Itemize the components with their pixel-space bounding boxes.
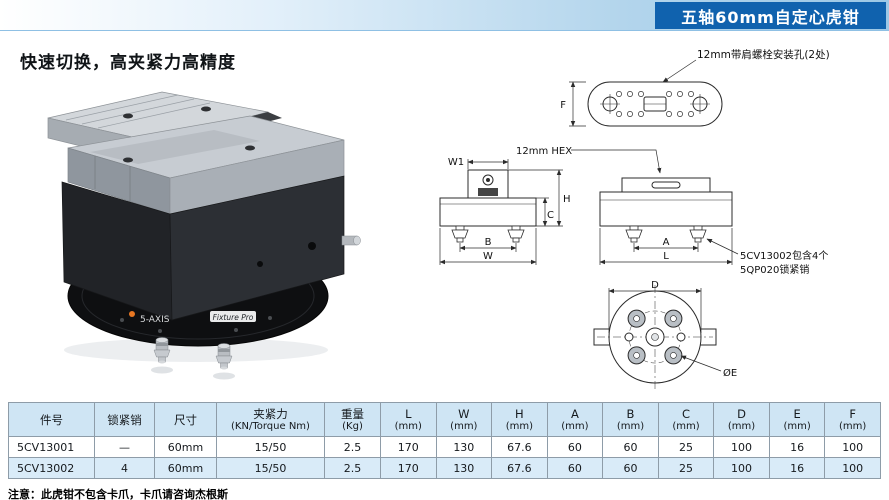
photo-ground-shadow bbox=[64, 338, 328, 362]
col-header: 尺寸 bbox=[154, 402, 217, 437]
col-header: E(mm) bbox=[768, 402, 826, 437]
dim-label-d: D bbox=[651, 280, 659, 291]
table-header-row: 件号 锁紧销 尺寸 夹紧力(KN/Torque Nm) 重量(Kg) L(mm)… bbox=[8, 402, 881, 437]
spec-cell: 100 bbox=[824, 436, 881, 458]
spec-cell: 25 bbox=[657, 436, 715, 458]
disc-branding: 5-AXIS Fixture Pro bbox=[120, 311, 272, 333]
table-row: 5CV13001 — 60mm 15/50 2.5 170 130 67.6 6… bbox=[8, 436, 881, 458]
vise-body bbox=[61, 175, 361, 321]
spec-cell: 60 bbox=[546, 436, 604, 458]
pull-stud-pins bbox=[151, 337, 235, 380]
annotation-pins-line1: 5CV13002包含4个 bbox=[740, 249, 828, 262]
spec-table: 件号 锁紧销 尺寸 夹紧力(KN/Torque Nm) 重量(Kg) L(mm)… bbox=[8, 402, 881, 479]
header-bar: 五轴60mm自定心虎钳 bbox=[0, 0, 889, 31]
col-header: H(mm) bbox=[491, 402, 548, 437]
spec-cell: 67.6 bbox=[491, 457, 548, 479]
technical-drawings: F 12mm带肩螺栓安装孔(2处) W1 12mm HEX bbox=[439, 48, 830, 389]
table-row: 5CV13002 4 60mm 15/50 2.5 170 130 67.6 6… bbox=[8, 457, 881, 479]
spec-cell: 60 bbox=[602, 436, 659, 458]
front-view-drawing: W1 12mm HEX B bbox=[439, 146, 662, 265]
col-header: W(mm) bbox=[435, 402, 493, 437]
spec-cell: 60 bbox=[546, 457, 604, 479]
disc-label-axis: 5-AXIS bbox=[140, 315, 170, 325]
annotation-pins-line2: 5QP020锁紧销 bbox=[740, 263, 809, 276]
col-header: 重量(Kg) bbox=[324, 402, 381, 437]
col-header: A(mm) bbox=[546, 402, 604, 437]
disc-label-fixturepro: Fixture Pro bbox=[213, 313, 254, 322]
dim-label-b: B bbox=[485, 237, 492, 248]
spec-cell: 60mm bbox=[154, 436, 217, 458]
spec-cell: 130 bbox=[435, 436, 493, 458]
annotation-mounting-holes: 12mm带肩螺栓安装孔(2处) bbox=[697, 48, 830, 61]
spec-cell: 170 bbox=[380, 457, 437, 479]
spec-cell: 2.5 bbox=[324, 457, 381, 479]
side-view-drawing: A L 5CV13002包含4个 5QP020锁紧销 bbox=[599, 177, 828, 276]
spec-cell: 60mm bbox=[154, 457, 217, 479]
col-header: 锁紧销 bbox=[94, 402, 155, 437]
col-header: L(mm) bbox=[380, 402, 437, 437]
vise-front-jaw bbox=[67, 115, 345, 215]
col-header: 件号 bbox=[8, 402, 95, 437]
spec-cell: 2.5 bbox=[324, 436, 381, 458]
spec-cell: — bbox=[94, 436, 155, 458]
spec-cell: 5CV13002 bbox=[8, 457, 95, 479]
spec-cell: 4 bbox=[94, 457, 155, 479]
dim-label-oe: ØE bbox=[723, 367, 737, 379]
spec-cell: 25 bbox=[657, 457, 715, 479]
page-title: 五轴60mm自定心虎钳 bbox=[655, 2, 886, 29]
spec-cell: 130 bbox=[435, 457, 493, 479]
spec-cell: 67.6 bbox=[491, 436, 548, 458]
spec-cell: 100 bbox=[713, 436, 770, 458]
brand-dot-icon bbox=[129, 311, 135, 317]
spec-cell: 60 bbox=[602, 457, 659, 479]
spec-cell: 15/50 bbox=[216, 436, 325, 458]
spec-cell: 100 bbox=[824, 457, 881, 479]
col-header: F(mm) bbox=[824, 402, 881, 437]
spec-cell: 16 bbox=[768, 457, 826, 479]
product-photo: 5-AXIS Fixture Pro bbox=[47, 91, 361, 380]
col-header: B(mm) bbox=[602, 402, 659, 437]
dim-label-l: L bbox=[663, 251, 669, 262]
col-header: 夹紧力(KN/Torque Nm) bbox=[216, 402, 325, 437]
dim-label-c: C bbox=[547, 210, 554, 221]
spec-cell: 100 bbox=[713, 457, 770, 479]
bottom-view-drawing: D ØE bbox=[593, 280, 737, 389]
spec-cell: 16 bbox=[768, 436, 826, 458]
dim-label-a: A bbox=[663, 237, 670, 248]
dim-label-f: F bbox=[560, 100, 566, 111]
spec-cell: 5CV13001 bbox=[8, 436, 95, 458]
top-view-drawing: F 12mm带肩螺栓安装孔(2处) bbox=[560, 48, 830, 127]
spec-cell: 15/50 bbox=[216, 457, 325, 479]
col-header: D(mm) bbox=[713, 402, 770, 437]
page-title-text: 五轴60mm自定心虎钳 bbox=[681, 7, 860, 27]
annotation-hex: 12mm HEX bbox=[516, 146, 572, 157]
footnote: 注意：此虎钳不包含卡爪，卡爪请咨询杰根斯 bbox=[8, 488, 228, 500]
dim-label-w1: W1 bbox=[448, 157, 464, 168]
dim-label-h: H bbox=[563, 194, 571, 205]
spec-cell: 170 bbox=[380, 436, 437, 458]
section-heading: 快速切换，高夹紧力高精度 bbox=[20, 53, 236, 73]
dim-label-w: W bbox=[483, 251, 493, 262]
col-header: C(mm) bbox=[657, 402, 715, 437]
